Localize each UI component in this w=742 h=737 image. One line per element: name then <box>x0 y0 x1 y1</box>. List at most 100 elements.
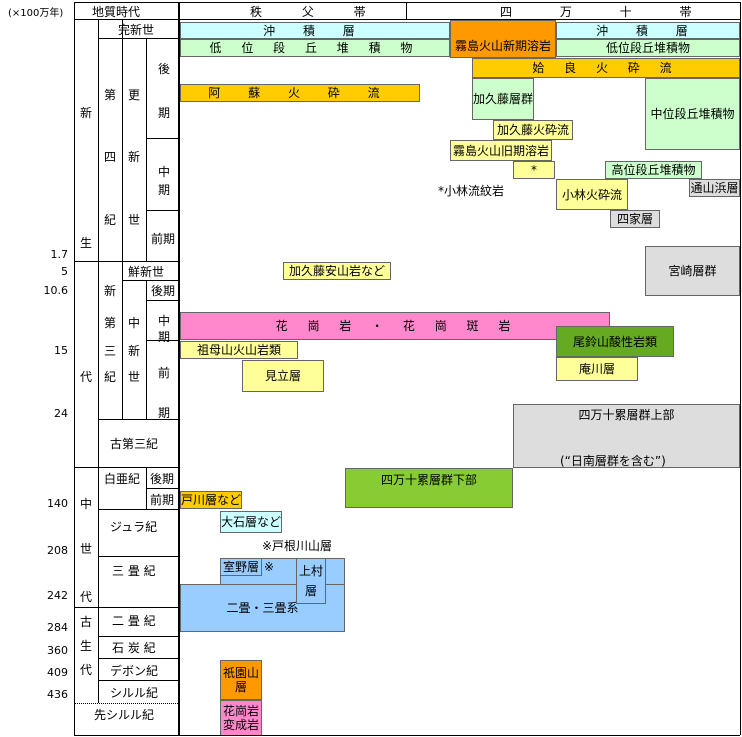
period-paleogene: 古第三紀 <box>110 437 159 451</box>
age-label: 140 <box>47 497 68 510</box>
sub-late-n: 後期 <box>151 284 176 298</box>
oishi-formation: 大石層など <box>220 511 282 533</box>
tokawa-formation: 戸川層など <box>180 491 242 509</box>
line-409 <box>98 680 178 681</box>
epoch-holocene: 完新世 <box>118 23 155 37</box>
period-quaternary-1: 第 <box>104 88 117 102</box>
epoch-miocene-2: 新 <box>128 344 141 358</box>
frame-bottom <box>74 735 740 736</box>
period-quaternary-3: 紀 <box>104 213 117 227</box>
kakuto-pyroclastic-flow: 加久藤火砕流 <box>493 120 573 140</box>
epoch-miocene-1: 中 <box>128 316 141 330</box>
era-paleozoic-3: 代 <box>80 663 93 677</box>
era-paleozoic-1: 古 <box>80 615 93 629</box>
frame-right <box>740 2 741 735</box>
sub-late-2: 期 <box>158 106 171 120</box>
nichinan-note: (“日南層群を含む”) <box>560 454 666 468</box>
age-label: 208 <box>47 544 68 557</box>
low-terrace-shimanto: 低位段丘堆積物 <box>556 39 740 57</box>
epoch-pleistocene-3: 世 <box>128 213 141 227</box>
kobayashi-rhyolite-note: *小林流紋岩 <box>438 184 505 198</box>
shimanto-lower: 四万十累層群下部 <box>345 468 513 508</box>
line-holocene <box>98 38 178 39</box>
period-neogene-3: 三 <box>104 344 117 358</box>
era-cenozoic-3: 代 <box>80 370 93 384</box>
shimanto-upper-label: 四万十累層群上部 <box>578 408 675 422</box>
frame-top <box>74 2 740 3</box>
line-10-6 <box>146 300 178 301</box>
sub-middle-n1: 中 <box>158 314 171 328</box>
toriyama-formation: 通山浜層 <box>689 179 740 197</box>
geo-time-header: 地質時代 <box>92 5 141 19</box>
kobayashi-pyroclastic-flow: 小林火砕流 <box>556 179 628 210</box>
line-24 <box>98 419 178 420</box>
age-label: 15 <box>54 344 68 357</box>
kakuto-andesite: 加久藤安山岩など <box>283 262 391 280</box>
sub-cret-early: 前期 <box>150 493 175 507</box>
shike-formation: 四家層 <box>610 210 660 228</box>
header-bottom <box>74 19 740 20</box>
period-neogene-2: 第 <box>104 316 117 330</box>
sub-late-1: 後 <box>158 62 171 76</box>
sub-middle-1: 中 <box>158 165 171 179</box>
kirishima-old-lava: 霧島火山旧期溶岩 <box>450 140 552 161</box>
epoch-pleistocene-1: 更 <box>128 88 141 102</box>
period-permian: 二 畳 紀 <box>112 614 156 628</box>
age-label: 360 <box>47 644 68 657</box>
era-mesozoic-3: 代 <box>80 590 93 604</box>
line-5 <box>122 280 178 281</box>
age-label: 1.7 <box>50 248 69 261</box>
period-divider-q <box>122 19 123 261</box>
line-242 <box>74 607 178 608</box>
epoch-divider-q <box>146 38 147 261</box>
kakuto-group: 加久藤層群 <box>472 78 534 120</box>
unit-label: (×100万年) <box>8 8 64 19</box>
age-label: 5 <box>61 265 68 278</box>
era-divider-mesozoic <box>98 467 99 607</box>
line-cret-mid <box>146 488 178 489</box>
sub-cret-late: 後期 <box>150 472 175 486</box>
osuzu-felsic-rocks: 尾鈴山酸性岩類 <box>556 326 674 357</box>
line-middle-early <box>146 210 178 211</box>
period-triassic: 三 畳 紀 <box>112 564 156 578</box>
era-mesozoic-2: 世 <box>80 542 93 556</box>
column-divider <box>178 2 180 735</box>
age-label: 409 <box>47 666 68 679</box>
aso-pyroclastic-flow: 阿 蘇 火 砕 流 <box>180 84 420 102</box>
line-284 <box>98 636 178 637</box>
granite-granite-porphyry: 花 崗 岩 ・ 花 崗 斑 岩 <box>180 312 610 340</box>
age-label: 10.6 <box>43 284 69 297</box>
belt-divider <box>406 2 407 19</box>
kobayashi-rhyolite-mark: * <box>513 161 555 179</box>
era-divider-cenozoic <box>98 19 99 467</box>
period-pre-silurian: 先シルル紀 <box>94 708 155 722</box>
high-terrace-deposits: 高位段丘堆積物 <box>605 161 702 179</box>
period-divider-n <box>122 261 123 419</box>
line-208 <box>98 556 178 557</box>
period-quaternary-2: 四 <box>104 150 117 164</box>
gionyama-label: 祇園山層 <box>222 666 259 694</box>
sub-early-n1: 前 <box>158 366 171 380</box>
epoch-pliocene: 鮮新世 <box>128 265 165 279</box>
age-label: 284 <box>47 621 68 634</box>
tonegawa-note: ※戸根川山層 <box>262 539 333 553</box>
line-65 <box>74 467 178 468</box>
muroya-formation: 室野層 <box>220 558 262 576</box>
era-cenozoic-2: 生 <box>80 236 93 250</box>
era-divider-paleozoic <box>98 607 99 703</box>
miyazaki-group: 宮崎層群 <box>645 246 740 296</box>
permo-triassic-system: 二畳・三畳系 <box>180 584 345 632</box>
epoch-pleistocene-2: 新 <box>128 150 141 164</box>
sub-middle-n2: 期 <box>158 330 171 344</box>
kamimura-label: 上村層 <box>298 564 323 598</box>
sobo-volcanic-rocks: 祖母山火山岩類 <box>180 341 298 359</box>
period-carboniferous: 石 炭 紀 <box>112 641 156 655</box>
period-neogene-4: 紀 <box>104 370 117 384</box>
line-15 <box>146 340 178 341</box>
shimanto-belt-header: 四 万 十 帯 <box>500 5 714 19</box>
mitate-formation: 見立層 <box>242 360 324 392</box>
period-neogene-1: 新 <box>104 284 117 298</box>
frame-left <box>74 2 75 735</box>
kirishima-new-lava: 霧島火山新期溶岩 <box>450 20 556 58</box>
